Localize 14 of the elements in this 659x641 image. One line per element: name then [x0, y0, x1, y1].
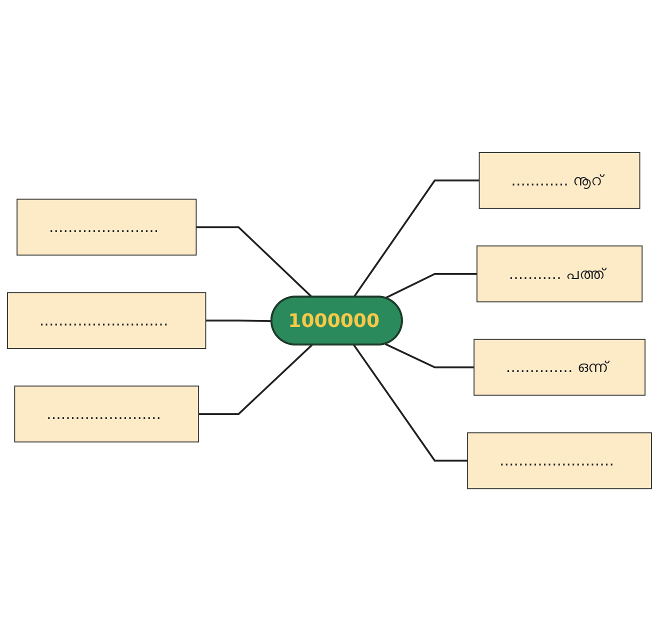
- node-box: .............. ഒന്ന്: [474, 338, 646, 396]
- connector: [198, 344, 313, 415]
- connector: [384, 272, 477, 299]
- node-box: .......................: [16, 198, 197, 256]
- connector: [353, 344, 468, 462]
- connector: [353, 179, 480, 298]
- node-box: ...........................: [7, 292, 206, 349]
- node-box: ........................: [467, 432, 652, 490]
- connector: [384, 343, 474, 368]
- node-box: ............ നൂറ്: [478, 152, 640, 209]
- node-box: ........................: [14, 386, 200, 442]
- node-box: ........... പത്ത്: [476, 245, 643, 302]
- connector: [206, 320, 272, 322]
- connector: [196, 226, 313, 298]
